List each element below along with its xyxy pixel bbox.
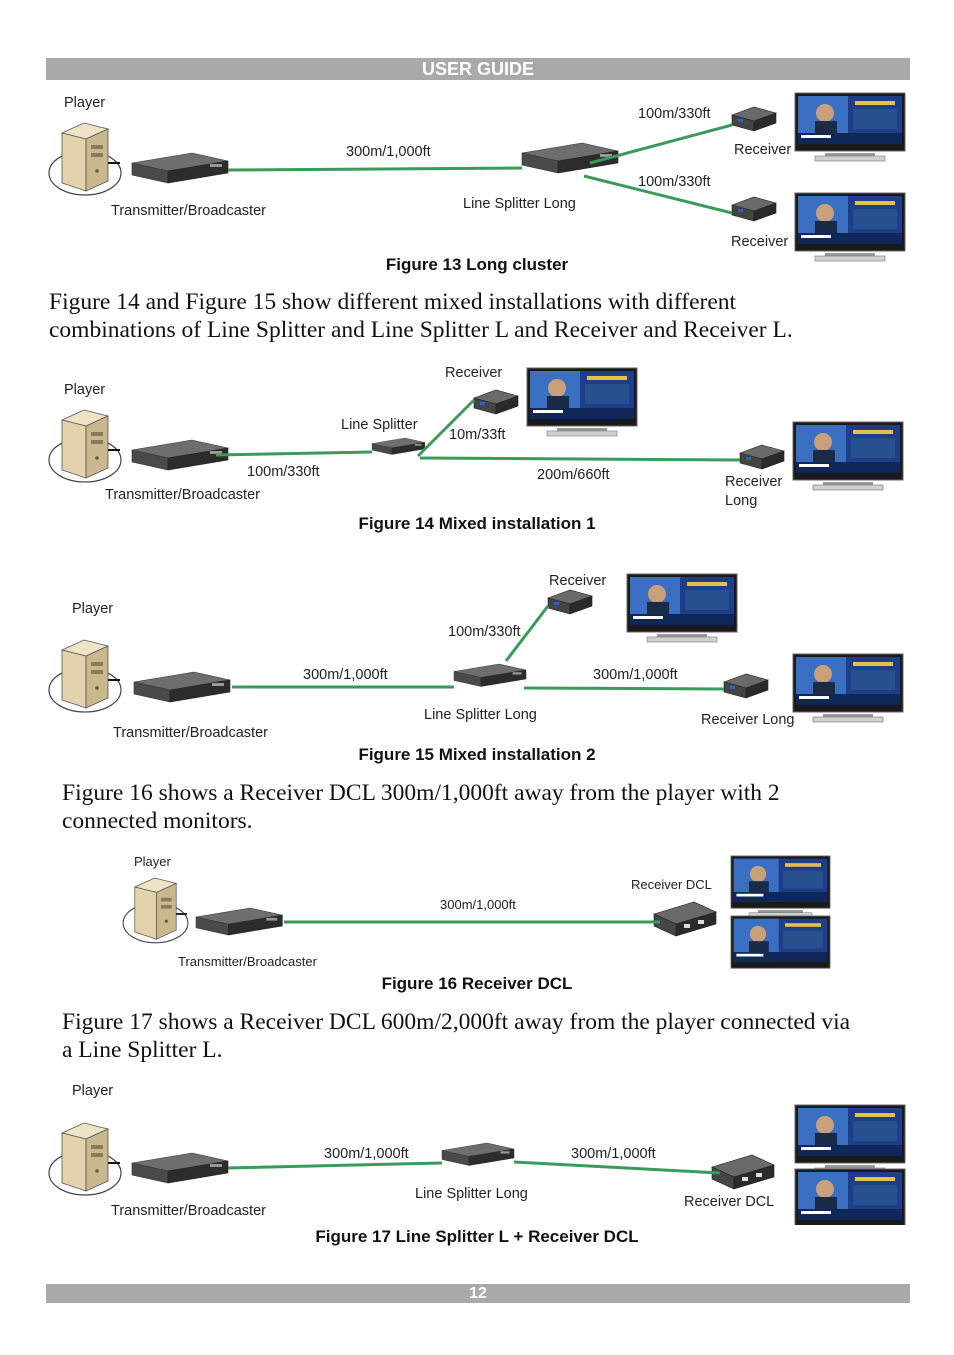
- monitor-icon: [730, 855, 831, 918]
- figure-17-diagram: Player Transmitter/Broadcaster 300m/1,00…: [48, 1083, 906, 1225]
- receiver-dcl-label: Receiver DCL: [631, 877, 712, 892]
- player-label: Player: [64, 382, 105, 398]
- monitor-icon: [794, 192, 906, 262]
- cable-line: [513, 1160, 721, 1175]
- line-splitter-long-device-icon: [453, 663, 527, 687]
- splitter-label: Line Splitter Long: [424, 707, 537, 723]
- transmitter-label: Transmitter/Broadcaster: [178, 954, 318, 969]
- figure-13-diagram: Player Transmitter/Broadcaster 300m/1,00…: [48, 92, 906, 262]
- receiver-long-label: Receiver: [725, 474, 782, 490]
- cable-line: [215, 450, 373, 457]
- figure-16-caption: Figure 16 Receiver DCL: [381, 974, 573, 993]
- receiver-label: Receiver: [734, 142, 791, 158]
- paragraph-line: Figure 16 shows a Receiver DCL 300m/1,00…: [62, 780, 780, 806]
- distance-label: 100m/330ft: [448, 624, 521, 640]
- cable-line: [583, 174, 733, 215]
- distance-label: 100m/330ft: [638, 174, 711, 190]
- receiver-dcl-device-icon: [653, 901, 717, 937]
- paragraph-line: Figure 17 shows a Receiver DCL 600m/2,00…: [62, 1009, 851, 1035]
- receiver-long-device-icon: [739, 444, 785, 470]
- receiver-device-icon: [473, 389, 519, 415]
- paragraph-line: connected monitors.: [62, 808, 253, 834]
- cable-line: [416, 398, 476, 458]
- player-computer-icon: [48, 1122, 122, 1196]
- figure-13-caption: Figure 13 Long cluster: [385, 255, 569, 274]
- figure-17-caption: Figure 17 Line Splitter L + Receiver DCL: [315, 1227, 639, 1246]
- monitor-icon: [794, 1168, 906, 1225]
- paragraph-line: combinations of Line Splitter and Line S…: [49, 317, 793, 343]
- receiver-device-icon: [547, 589, 593, 615]
- player-label: Player: [134, 854, 172, 869]
- transmitter-device-icon: [131, 152, 229, 184]
- line-splitter-device-icon: [371, 437, 426, 455]
- receiver-dcl-label: Receiver DCL: [684, 1194, 774, 1210]
- figure-16-diagram: Player Transmitter/Broadcaster 300m/1,00…: [122, 854, 831, 970]
- figure-15-diagram: Player Transmitter/Broadcaster 300m/1,00…: [48, 573, 904, 738]
- transmitter-label: Transmitter/Broadcaster: [111, 1203, 266, 1219]
- receiver-device-icon: [731, 106, 777, 132]
- receiver-dcl-device-icon: [711, 1154, 775, 1190]
- splitter-label: Line Splitter Long: [415, 1186, 528, 1202]
- cable-line: [227, 1161, 443, 1170]
- transmitter-device-icon: [195, 907, 283, 936]
- cable-line: [419, 456, 741, 462]
- distance-label: 100m/330ft: [247, 464, 320, 480]
- distance-label: 300m/1,000ft: [346, 144, 431, 160]
- monitor-icon: [792, 421, 904, 491]
- splitter-label: Line Splitter: [341, 417, 418, 433]
- monitor-icon: [792, 653, 904, 723]
- figure-14-caption: Figure 14 Mixed installation 1: [358, 514, 596, 533]
- monitor-icon: [730, 915, 831, 970]
- receiver-long-label: Receiver Long: [701, 712, 795, 728]
- figure-14-diagram: Player Transmitter/Broadcaster 100m/330f…: [48, 365, 904, 509]
- receiver-label: Receiver: [445, 365, 502, 381]
- receiver-label: Receiver: [549, 573, 606, 589]
- transmitter-label: Transmitter/Broadcaster: [113, 725, 268, 738]
- distance-label: 300m/1,000ft: [571, 1146, 656, 1162]
- receiver-long-label: Long: [725, 493, 757, 509]
- header-bar: USER GUIDE: [46, 58, 910, 80]
- player-label: Player: [72, 1083, 113, 1099]
- monitor-icon: [794, 1104, 906, 1174]
- page-number-bar: 12: [46, 1284, 910, 1303]
- cable-line: [589, 123, 733, 165]
- paragraph-line: a Line Splitter L.: [62, 1037, 223, 1063]
- player-computer-icon: [48, 122, 122, 196]
- player-computer-icon: [48, 639, 122, 713]
- receiver-device-icon: [731, 196, 777, 222]
- figure-15-caption: Figure 15 Mixed installation 2: [358, 745, 596, 764]
- transmitter-device-icon: [131, 1152, 229, 1184]
- splitter-label: Line Splitter Long: [463, 196, 576, 212]
- monitor-icon: [526, 367, 638, 437]
- distance-label: 300m/1,000ft: [324, 1146, 409, 1162]
- distance-label: 10m/33ft: [449, 427, 505, 443]
- cable-line: [504, 605, 550, 662]
- transmitter-label: Transmitter/Broadcaster: [111, 203, 266, 219]
- transmitter-label: Transmitter/Broadcaster: [105, 487, 260, 503]
- player-label: Player: [72, 601, 113, 617]
- player-label: Player: [64, 95, 105, 111]
- receiver-label: Receiver: [731, 234, 788, 250]
- distance-label: 300m/1,000ft: [593, 667, 678, 683]
- transmitter-device-icon: [131, 439, 229, 471]
- cable-line: [523, 686, 725, 691]
- transmitter-device-icon: [133, 671, 231, 703]
- paragraph-line: Figure 14 and Figure 15 show different m…: [49, 289, 737, 315]
- cable-line: [227, 166, 523, 172]
- distance-label: 200m/660ft: [537, 467, 610, 483]
- player-computer-icon: [48, 409, 122, 483]
- player-computer-icon: [122, 877, 189, 944]
- receiver-long-device-icon: [723, 673, 769, 699]
- monitor-icon: [626, 573, 738, 643]
- line-splitter-long-device-icon: [441, 1142, 515, 1166]
- monitor-icon: [794, 92, 906, 162]
- distance-label: 100m/330ft: [638, 106, 711, 122]
- distance-label: 300m/1,000ft: [303, 667, 388, 683]
- distance-label: 300m/1,000ft: [440, 897, 516, 912]
